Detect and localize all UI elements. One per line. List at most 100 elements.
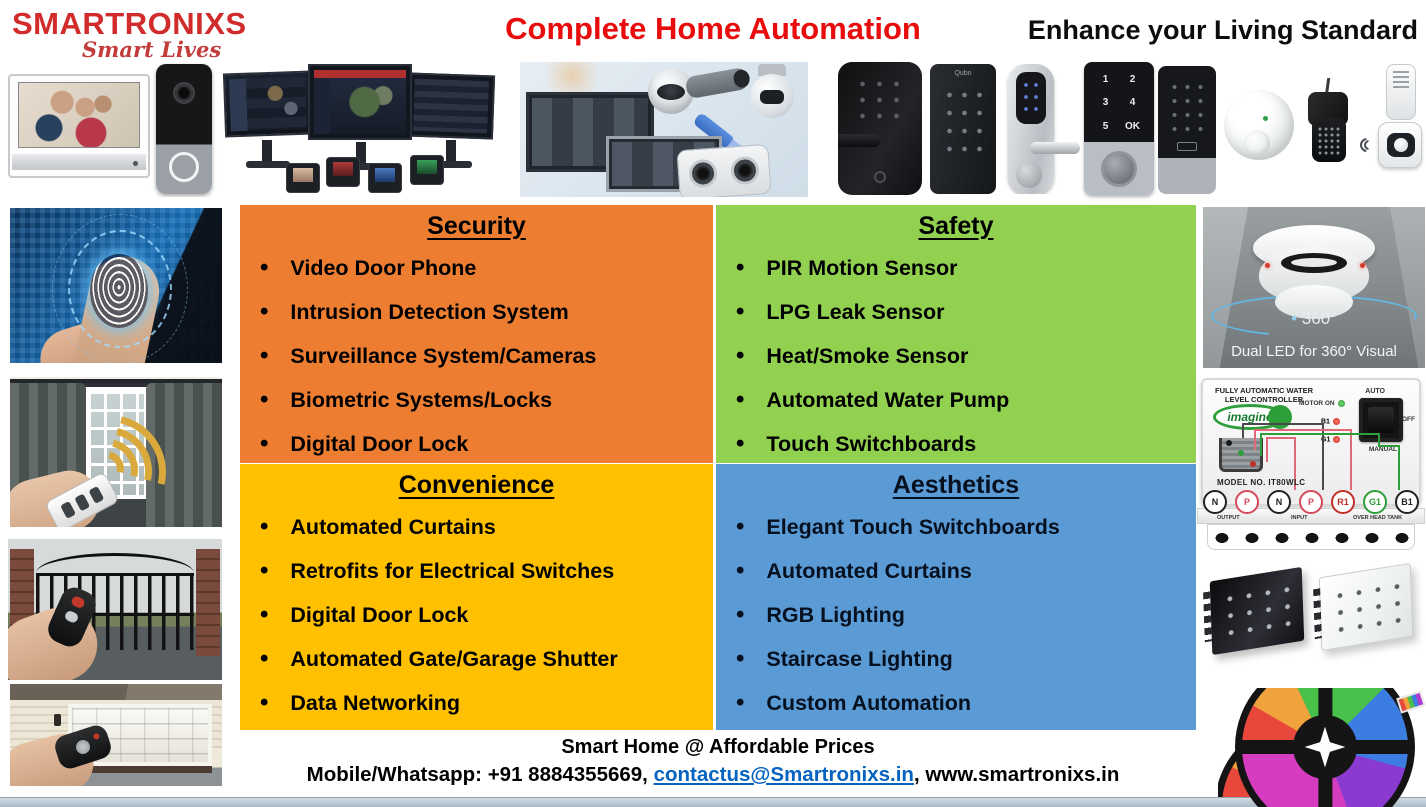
- lock-knob: [1016, 162, 1042, 188]
- terminal-r1: R1: [1331, 490, 1355, 514]
- section-security: Security Video Door Phone Intrusion Dete…: [240, 205, 713, 463]
- terminal-screen: [333, 162, 353, 176]
- remote-led: [92, 732, 101, 741]
- manual-label: MANUAL: [1368, 446, 1397, 453]
- list-item: Digital Door Lock: [240, 422, 713, 466]
- controller-panel: FULLY AUTOMATIC WATER LEVEL CONTROLLER i…: [1201, 378, 1421, 506]
- biometric-terminal: [410, 155, 444, 185]
- sensor-module: [1386, 64, 1416, 120]
- pir-dome: [1394, 138, 1408, 152]
- section-convenience: Convenience Automated Curtains Retrofits…: [240, 464, 713, 730]
- tank-sensor-dot: [1238, 450, 1244, 456]
- photo-rgb-led-strips: [1218, 688, 1426, 807]
- g1-led-icon: [1333, 436, 1341, 443]
- security-list: Video Door Phone Intrusion Detection Sys…: [240, 246, 713, 466]
- indoor-monitor: [8, 74, 150, 178]
- photo-keypad-deadbolt: 1 2 3 4 5 OK: [1084, 62, 1154, 195]
- touch-button-icons: [1220, 580, 1294, 642]
- monitor-base: [340, 163, 384, 170]
- g1-led-label: G1: [1321, 436, 1341, 443]
- terminal-p-input: P: [1299, 490, 1323, 514]
- photo-garage-door: [10, 684, 222, 786]
- b1-led-label: B1: [1321, 418, 1340, 425]
- convenience-list: Automated Curtains Retrofits for Electri…: [240, 505, 713, 725]
- camera-lens: [688, 158, 718, 189]
- bullet-camera: [684, 66, 750, 100]
- remote-button: [74, 493, 91, 512]
- list-item-label: Automated Gate/Garage Shutter: [290, 646, 618, 671]
- imagine-logo-text: imagine: [1227, 410, 1273, 424]
- biometric-terminal: [326, 157, 360, 187]
- sensor-led: [1263, 116, 1268, 121]
- list-item-label: Digital Door Lock: [290, 602, 469, 627]
- group-output: OUTPUT: [1217, 515, 1240, 521]
- monitor-camera-dot: [133, 161, 138, 166]
- monitor-base: [246, 161, 290, 168]
- contact-email-link[interactable]: contactus@Smartronixs.in: [653, 763, 914, 786]
- led-right: [1360, 263, 1365, 268]
- terminal-label: P: [1243, 497, 1250, 507]
- lock-brand-label: Qubo: [954, 70, 972, 77]
- list-item: Automated Curtains: [716, 549, 1196, 593]
- list-item-label: Video Door Phone: [290, 255, 477, 280]
- reel-hub-star: [1304, 726, 1346, 768]
- monitor-stand: [446, 140, 456, 162]
- rgb-color-tag: [1396, 690, 1426, 714]
- photo-compact-sensor: [1300, 78, 1356, 170]
- list-item-label: Touch Switchboards: [766, 431, 977, 456]
- monitor-stand: [356, 142, 366, 164]
- list-item-label: PIR Motion Sensor: [766, 255, 958, 280]
- aesthetics-list: Elegant Touch Switchboards Automated Cur…: [716, 505, 1196, 725]
- section-title-aesthetics: Aesthetics: [892, 471, 1020, 499]
- ptz-cap: [758, 64, 786, 76]
- monitor-base: [428, 161, 472, 168]
- header-slogan: Enhance your Living Standard: [1027, 15, 1418, 45]
- touch-button-icons: [1330, 577, 1402, 637]
- terminal-label: B1: [1401, 497, 1413, 507]
- sensor-grill: [1317, 126, 1341, 156]
- card-slot: [1177, 142, 1197, 151]
- section-title-convenience: Convenience: [398, 471, 555, 499]
- list-item: Staircase Lighting: [716, 637, 1196, 681]
- circuit-ring: [68, 230, 172, 348]
- bottom-edge-bar: [0, 797, 1426, 807]
- led-left: [1265, 263, 1270, 268]
- contact-phone: Mobile/Whatsapp: +91 8884355669,: [306, 763, 654, 786]
- controller-terminal-block: [1207, 524, 1415, 550]
- doorbell-camera-lens: [173, 82, 195, 104]
- auto-label: AUTO: [1365, 388, 1385, 395]
- signal-arc-icon: [1364, 140, 1369, 150]
- model-number: MODEL NO. IT80WLC: [1217, 478, 1306, 487]
- terminal-row: N P N P R1 G1 B1: [1203, 490, 1419, 514]
- terminal-n-input: N: [1267, 490, 1291, 514]
- photo-surveillance-workstation: [222, 62, 496, 197]
- lock-lever-handle: [1030, 142, 1080, 154]
- imagine-logo: imagine: [1213, 404, 1292, 430]
- tank-sensor-dot: [1226, 440, 1232, 446]
- terminal-label: P: [1307, 497, 1314, 507]
- terminal-g1: G1: [1363, 490, 1387, 514]
- curtain-rod: [10, 379, 222, 384]
- terminal-screen: [293, 168, 313, 182]
- photo-keypad-lock-slim: [1158, 66, 1216, 194]
- photo-automated-curtains: [10, 377, 222, 527]
- terminal-screen: [417, 160, 437, 174]
- tank-sensor-dot: [1250, 461, 1256, 467]
- list-item: Biometric Systems/Locks: [240, 378, 713, 422]
- list-item: Heat/Smoke Sensor: [716, 334, 1196, 378]
- sensor-lens: [1244, 130, 1270, 156]
- dual-lens-camera: [676, 143, 772, 197]
- controller-title-line2: LEVEL CONTROLLER: [1224, 395, 1304, 405]
- terminal-screen: [375, 168, 395, 182]
- monitor-screen: [18, 82, 140, 148]
- monitor-right: [406, 72, 496, 140]
- wall-lamp: [54, 714, 61, 726]
- list-item-label: Biometric Systems/Locks: [290, 387, 553, 412]
- list-item-label: Custom Automation: [766, 690, 972, 715]
- photo-video-door-phone: [6, 62, 218, 197]
- remote-button: [70, 594, 87, 610]
- photo-fingerprint-biometric: [10, 208, 222, 363]
- detector-caption: Dual LED for 360° Visual: [1231, 343, 1397, 360]
- monitor-left: [222, 70, 314, 138]
- lock-thumbturn: [1101, 151, 1137, 187]
